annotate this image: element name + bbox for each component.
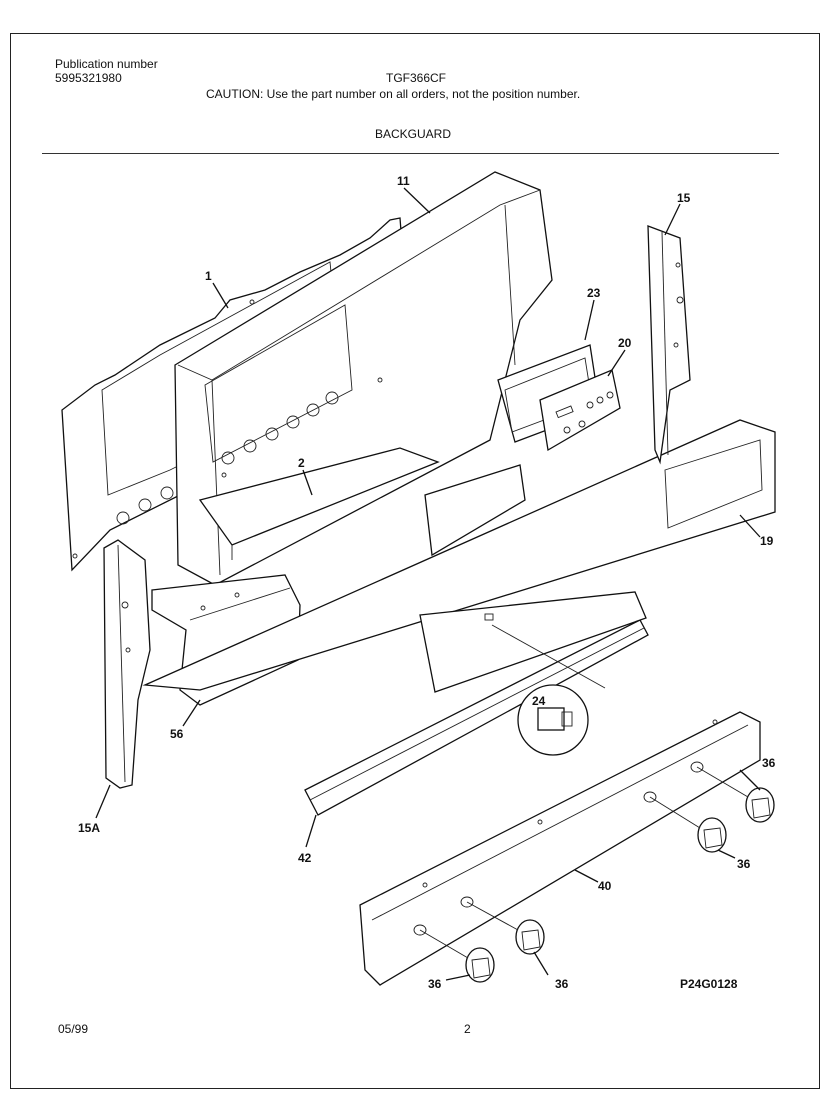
callout-11: 11	[397, 174, 410, 188]
model-number: TGF366CF	[386, 71, 447, 85]
part-knob-36-d	[696, 766, 775, 823]
callout-23: 23	[587, 286, 601, 300]
part-knob-36-b	[466, 901, 545, 955]
callout-19: 19	[760, 534, 774, 548]
part-inner-channel	[198, 447, 440, 560]
callout-42: 42	[298, 851, 312, 865]
callout-40: 40	[598, 879, 612, 893]
part-side-bracket-15	[647, 225, 691, 465]
callout-36-right-bottom: 36	[737, 857, 751, 871]
header-divider	[42, 153, 779, 154]
callout-56: 56	[170, 727, 184, 741]
footer-date: 05/99	[58, 1022, 89, 1036]
section-title: BACKGUARD	[375, 127, 452, 141]
part-switch-24	[491, 624, 606, 756]
part-knob-36-c	[649, 796, 727, 853]
callout-36-bottom-right: 36	[555, 977, 569, 991]
part-control-panel	[142, 419, 776, 691]
callout-36-right-top: 36	[762, 756, 776, 770]
publication-number: 5995321980	[55, 71, 122, 85]
page-number: 2	[464, 1022, 471, 1036]
caution-note: CAUTION: Use the part number on all orde…	[206, 87, 581, 101]
callout-15a: 15A	[78, 821, 100, 835]
callout-1: 1	[205, 269, 212, 283]
part-side-bracket-15a	[103, 539, 151, 789]
part-clock-board-20	[539, 369, 621, 452]
part-trim-42	[304, 591, 649, 816]
callout-24: 24	[532, 694, 546, 708]
part-manifold-panel-40	[359, 711, 761, 986]
callout-15: 15	[677, 191, 691, 205]
figure-code: P24G0128	[680, 977, 738, 991]
page-border	[10, 33, 820, 1089]
callout-20: 20	[618, 336, 632, 350]
callout-2: 2	[298, 456, 305, 470]
callout-36-bottom-left: 36	[428, 977, 442, 991]
publication-label: Publication number	[55, 57, 158, 71]
part-knob-36-a	[419, 929, 495, 983]
leader-lines	[95, 187, 761, 981]
